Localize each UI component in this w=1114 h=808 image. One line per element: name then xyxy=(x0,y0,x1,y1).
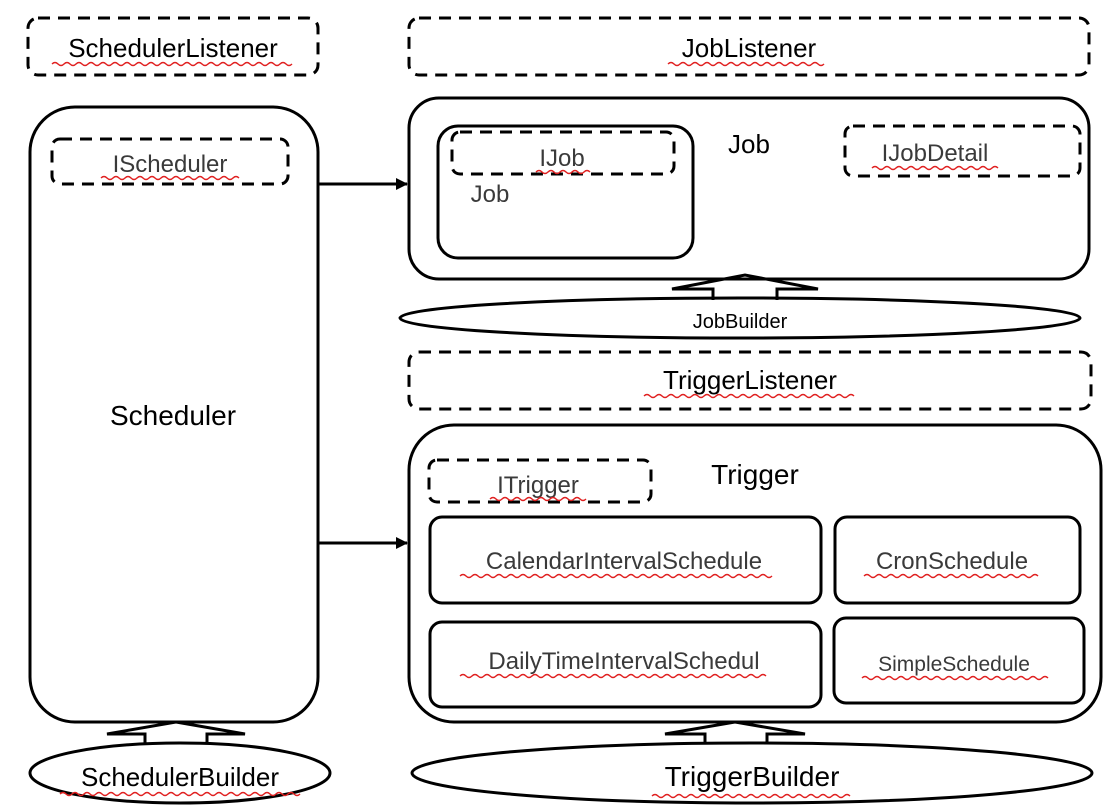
spellcheck-underline xyxy=(643,393,855,399)
spellcheck-underline xyxy=(100,175,240,181)
calendar-interval-schedule-box: CalendarIntervalSchedule xyxy=(428,515,823,605)
scheduler-builder-label: SchedulerBuilder xyxy=(81,762,279,792)
trigger-builder-arrow xyxy=(664,720,806,743)
spellcheck-underline xyxy=(51,61,293,67)
scheduler-builder-ellipse: SchedulerBuilder xyxy=(28,741,332,805)
spellcheck-underline xyxy=(667,61,825,67)
trigger-box: Trigger xyxy=(407,423,1103,724)
ischeduler-label: IScheduler xyxy=(113,151,228,178)
job-inner-box: Job xyxy=(436,124,695,260)
ijobdetail-label: IJobDetail xyxy=(882,140,989,167)
daily-time-interval-schedule-label: DailyTimeIntervalSchedul xyxy=(488,648,759,675)
ijob-interface-box: IJob xyxy=(450,130,676,176)
daily-time-interval-schedule-box: DailyTimeIntervalSchedul xyxy=(428,620,823,709)
spellcheck-underline xyxy=(863,573,1039,579)
trigger-listener-label: TriggerListener xyxy=(663,365,837,395)
cron-schedule-box: CronSchedule xyxy=(833,515,1082,605)
trigger-label: Trigger xyxy=(711,459,799,490)
trigger-builder-ellipse: TriggerBuilder xyxy=(410,741,1094,805)
job-builder-arrow xyxy=(671,273,819,300)
ijob-label: IJob xyxy=(539,145,584,172)
spellcheck-underline xyxy=(459,573,773,579)
scheduler-label: Scheduler xyxy=(110,400,236,431)
cron-schedule-label: CronSchedule xyxy=(876,548,1028,575)
spellcheck-underline xyxy=(535,169,591,175)
scheduler-listener-box: SchedulerListener xyxy=(26,16,320,77)
job-inner-label: Job xyxy=(471,181,510,208)
itrigger-label: ITrigger xyxy=(497,472,579,499)
job-builder-ellipse: JobBuilder xyxy=(398,296,1082,340)
job-listener-label: JobListener xyxy=(682,33,817,63)
spellcheck-underline xyxy=(459,673,767,679)
ischeduler-interface-box: IScheduler xyxy=(50,137,290,186)
trigger-builder-label: TriggerBuilder xyxy=(665,761,840,792)
job-box: Job xyxy=(407,96,1091,281)
spellcheck-underline xyxy=(861,675,1049,681)
job-listener-box: JobListener xyxy=(407,16,1091,77)
spellcheck-underline xyxy=(651,793,851,799)
scheduler-listener-label: SchedulerListener xyxy=(68,33,278,63)
job-builder-label: JobBuilder xyxy=(693,311,788,333)
ijobdetail-interface-box: IJobDetail xyxy=(843,124,1082,178)
spellcheck-underline xyxy=(59,791,301,797)
job-label: Job xyxy=(728,129,770,159)
scheduler-builder-arrow xyxy=(106,720,246,743)
simple-schedule-box: SimpleSchedule xyxy=(832,616,1086,705)
simple-schedule-label: SimpleSchedule xyxy=(878,653,1030,676)
itrigger-interface-box: ITrigger xyxy=(427,458,653,504)
scheduler-box: Scheduler xyxy=(28,105,320,724)
spellcheck-underline xyxy=(871,165,999,171)
trigger-listener-box: TriggerListener xyxy=(407,350,1093,411)
calendar-interval-schedule-label: CalendarIntervalSchedule xyxy=(486,548,762,575)
spellcheck-underline xyxy=(489,496,587,502)
